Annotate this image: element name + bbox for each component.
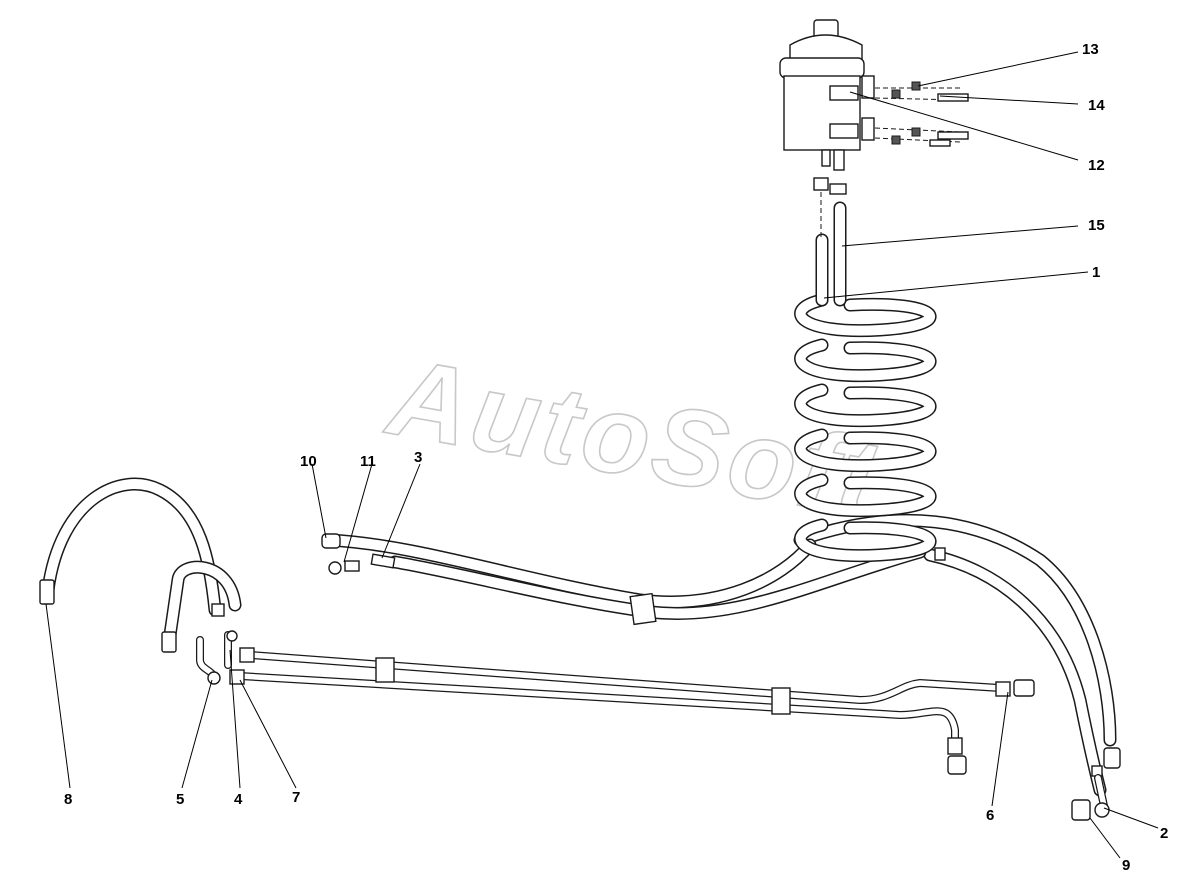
- callout-13: 13: [1082, 41, 1099, 58]
- callout-12: 12: [1088, 157, 1105, 174]
- return-hose-right: [793, 513, 1117, 797]
- coil-hose: [794, 201, 937, 563]
- callout-labels: 13 14 12 15 1 10 11 3 8 5 4 7 6 2 9: [64, 41, 1168, 874]
- feed-hoses-left: [321, 533, 946, 626]
- reservoir-tank: [779, 19, 969, 240]
- callout-14: 14: [1088, 97, 1105, 114]
- callout-3: 3: [414, 449, 422, 466]
- lower-right-fittings: [1071, 747, 1121, 821]
- left-hoses: [39, 477, 242, 685]
- callout-1: 1: [1092, 264, 1100, 281]
- callout-8: 8: [64, 791, 72, 808]
- callout-4: 4: [234, 791, 243, 808]
- callout-6: 6: [986, 807, 994, 824]
- rigid-pipes: [229, 647, 1035, 775]
- callout-9: 9: [1122, 857, 1130, 874]
- callout-2: 2: [1160, 825, 1168, 842]
- callout-7: 7: [292, 789, 300, 806]
- callout-11: 11: [360, 453, 376, 470]
- callout-5: 5: [176, 791, 184, 808]
- leader-lines: [45, 51, 1159, 859]
- callout-10: 10: [300, 453, 317, 470]
- callout-15: 15: [1088, 217, 1105, 234]
